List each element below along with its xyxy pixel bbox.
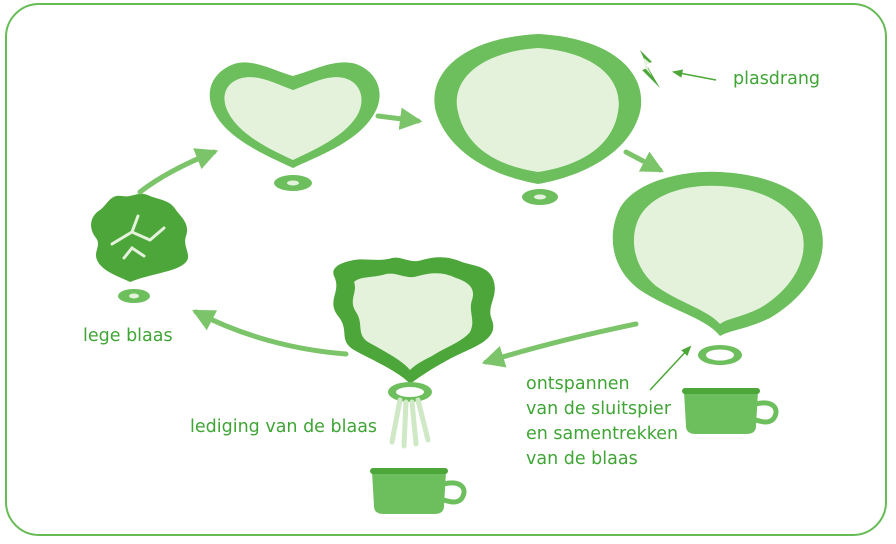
potty-icon <box>682 388 779 434</box>
relax-label-line-4: van de blaas <box>526 449 638 469</box>
bladder-emptying <box>333 257 495 449</box>
sphincter-pointer <box>649 345 692 391</box>
emptying-label: lediging van de blaas <box>190 417 378 437</box>
arrow-small-to-full <box>375 107 423 130</box>
arrow-empty-to-small <box>137 148 219 195</box>
arrow-full-to-relaxing <box>623 149 664 173</box>
diagram-frame <box>5 3 887 536</box>
bladder-empty <box>91 193 189 303</box>
relax-label-line-2: van de sluitspier <box>526 399 672 419</box>
empty-bladder-label: lege blaas <box>83 326 173 346</box>
bladder-small-filling <box>209 62 380 191</box>
urge-pointer <box>671 69 717 81</box>
bladder-full <box>434 34 642 205</box>
cycle-arrows <box>137 107 664 368</box>
relax-label-line-1: ontspannen <box>526 374 630 394</box>
urge-label: plasdrang <box>733 69 821 89</box>
lightning-icon <box>640 50 660 88</box>
bladder-relaxing <box>612 171 823 365</box>
potty-icon <box>370 468 467 514</box>
arrow-emptying-to-empty <box>192 309 349 357</box>
relax-label-line-3: en samentrekken <box>526 424 679 444</box>
arrow-relaxing-to-emptying <box>481 321 639 368</box>
